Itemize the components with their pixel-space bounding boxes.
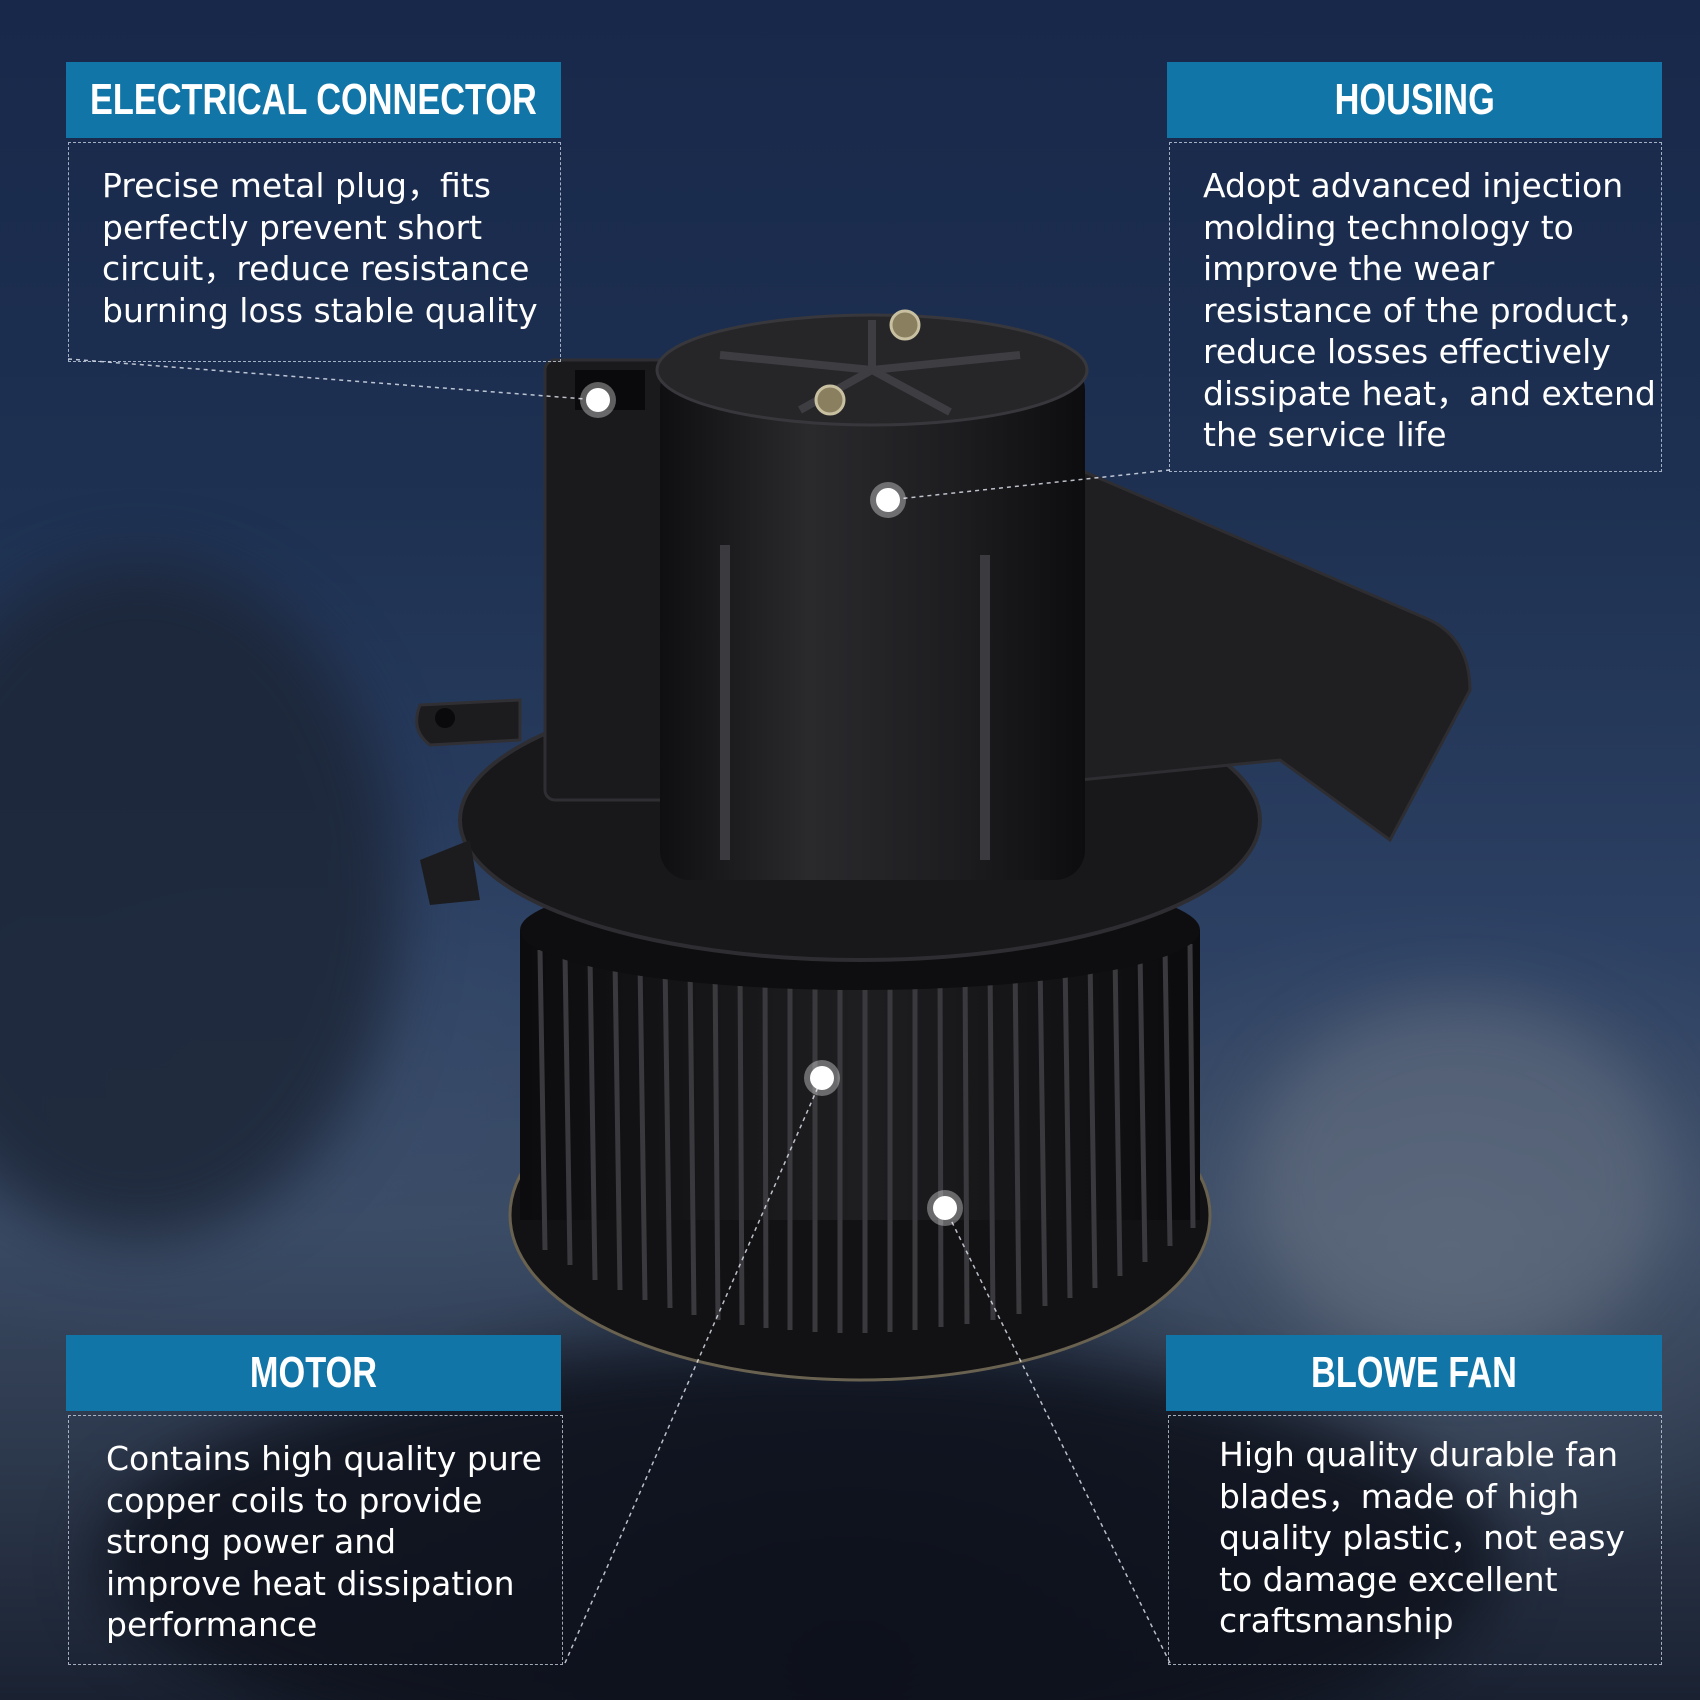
hotspot-motor[interactable] bbox=[810, 1066, 834, 1090]
hotspot-housing[interactable] bbox=[876, 488, 900, 512]
leader-lines bbox=[67, 358, 1171, 1664]
callout-title-bar: HOUSING bbox=[1167, 62, 1662, 138]
callout-housing: HOUSING Adopt advanced injection molding… bbox=[1167, 62, 1662, 472]
callout-description-box: High quality durable fan blades，made of … bbox=[1168, 1415, 1662, 1665]
callout-description: Adopt advanced injection molding technol… bbox=[1203, 166, 1656, 454]
callout-description: Contains high quality pure copper coils … bbox=[106, 1439, 542, 1644]
callout-description: Precise metal plug，fits perfectly preven… bbox=[102, 166, 538, 330]
callout-electrical-connector: ELECTRICAL CONNECTOR Precise metal plug，… bbox=[66, 62, 561, 362]
callout-title: BLOWE FAN bbox=[1311, 1348, 1517, 1397]
callout-title: HOUSING bbox=[1334, 75, 1495, 124]
callout-description-box: Contains high quality pure copper coils … bbox=[68, 1415, 563, 1665]
callout-title-bar: MOTOR bbox=[66, 1335, 561, 1411]
connector-block bbox=[543, 358, 677, 802]
side-air-duct bbox=[1078, 467, 1472, 843]
background-blur-right bbox=[1250, 1000, 1670, 1360]
hotspot-electrical-connector[interactable] bbox=[586, 388, 610, 412]
leader-motor bbox=[564, 1077, 823, 1664]
callout-description: High quality durable fan blades，made of … bbox=[1219, 1435, 1625, 1640]
connector-socket bbox=[575, 370, 645, 410]
hotspot-blower-fan[interactable] bbox=[933, 1196, 957, 1220]
fan-blades bbox=[537, 943, 1196, 1333]
left-mount-hole bbox=[435, 708, 455, 728]
leader-electrical-connector bbox=[67, 358, 599, 401]
callout-title: MOTOR bbox=[249, 1348, 378, 1397]
left-flange-clip bbox=[420, 840, 480, 905]
callout-title-bar: BLOWE FAN bbox=[1166, 1335, 1662, 1411]
cap-screw-1 bbox=[889, 309, 921, 341]
callout-description-box: Adopt advanced injection molding technol… bbox=[1169, 142, 1662, 472]
cap-screw-2 bbox=[814, 384, 846, 416]
callout-description-box: Precise metal plug，fits perfectly preven… bbox=[68, 142, 561, 362]
callout-title: ELECTRICAL CONNECTOR bbox=[90, 75, 537, 124]
callout-title-bar: ELECTRICAL CONNECTOR bbox=[66, 62, 561, 138]
callout-motor: MOTOR Contains high quality pure copper … bbox=[66, 1335, 563, 1665]
background-blur-left bbox=[0, 560, 400, 1240]
left-mount-tab bbox=[415, 698, 522, 747]
callout-blower-fan: BLOWE FAN High quality durable fan blade… bbox=[1166, 1335, 1662, 1665]
